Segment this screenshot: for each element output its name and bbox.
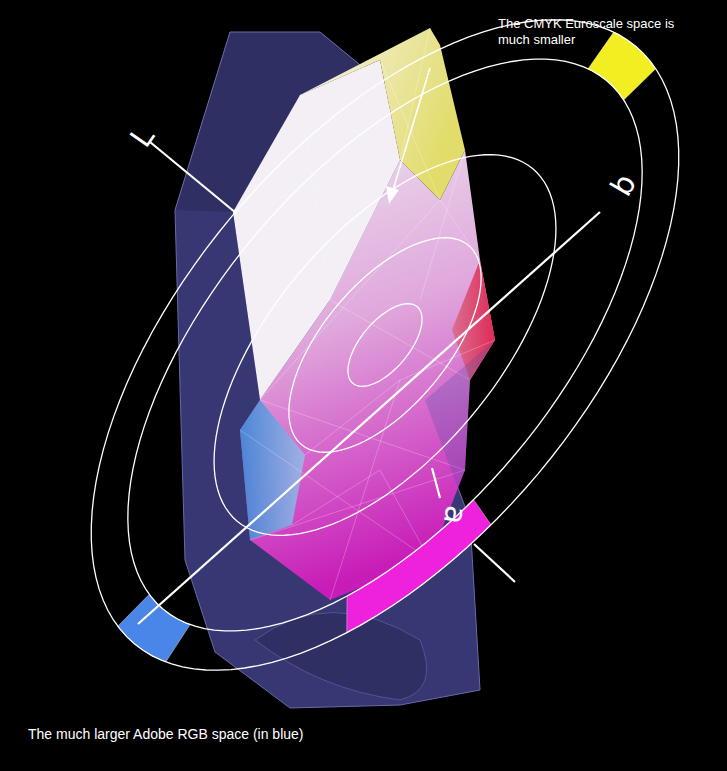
axis-label: L — [125, 122, 159, 153]
callout-arrow — [386, 68, 430, 204]
cmyk-mesh — [233, 28, 495, 600]
cmyk-blue-face — [240, 400, 305, 540]
callout-arrowhead — [386, 186, 399, 204]
hue-band — [118, 594, 190, 662]
axis-label: b — [606, 169, 642, 200]
ab-rings — [91, 20, 678, 670]
caption-note: The much larger Adobe RGB space (in blue… — [28, 726, 448, 743]
cmyk-yellow-face — [300, 28, 465, 200]
hue-band — [347, 500, 491, 633]
chroma-ring — [348, 304, 422, 387]
mesh-line — [233, 28, 495, 600]
chroma-ring — [214, 155, 556, 536]
axes — [138, 142, 600, 624]
hue-band — [588, 32, 656, 100]
a-axis-line — [432, 468, 440, 498]
l-axis-line — [150, 142, 236, 213]
cmyk-white-face — [233, 60, 400, 400]
callout-leader — [393, 68, 430, 190]
rgb-gamut-front — [175, 210, 495, 708]
chroma-ring — [128, 59, 642, 631]
chroma-ring — [91, 20, 678, 670]
b-axis-line — [138, 212, 600, 624]
callout-note: The CMYK Euroscale space is much smaller — [498, 16, 683, 47]
a-axis-line — [474, 544, 515, 582]
